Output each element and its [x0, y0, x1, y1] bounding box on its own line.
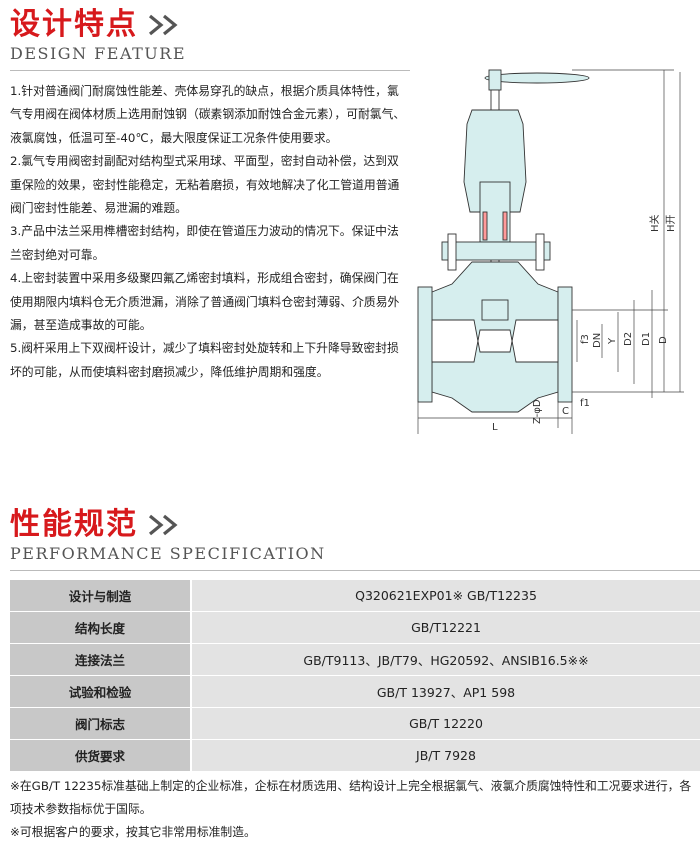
- spec-key: 试验和检验: [10, 675, 192, 708]
- table-row: 连接法兰 GB/T9113、JB/T79、HG20592、ANSIB16.5※※: [10, 643, 700, 676]
- performance-title: 性能规范: [10, 507, 138, 542]
- dim-c: C: [562, 406, 569, 417]
- spec-key: 阀门标志: [10, 707, 192, 740]
- double-chevron-right-icon: [148, 514, 182, 536]
- bolt: [535, 233, 545, 271]
- spec-value: GB/T12221: [191, 611, 700, 644]
- double-chevron-right-icon: [148, 14, 182, 36]
- dim-h-closed: H关: [648, 214, 661, 232]
- spec-value: GB/T 12220: [191, 707, 700, 740]
- inlet-flange: [417, 286, 433, 403]
- table-row: 设计与制造 Q320621EXP01※ GB/T12235: [10, 580, 700, 612]
- dim-f1: f1: [580, 398, 590, 409]
- table-row: 阀门标志 GB/T 12220: [10, 707, 700, 740]
- bonnet-flange: [441, 241, 551, 261]
- spec-table: 设计与制造 Q320621EXP01※ GB/T12235 结构长度 GB/T1…: [10, 580, 700, 772]
- packing-seal: [482, 211, 488, 241]
- design-subtitle: DESIGN FEATURE: [10, 44, 186, 63]
- bolt: [447, 233, 457, 271]
- spec-value: Q320621EXP01※ GB/T12235: [191, 580, 700, 612]
- dim-y: Y: [607, 337, 618, 345]
- dim-d2: D2: [623, 332, 634, 346]
- divider: [10, 70, 410, 71]
- valve-drawing: H关 H开 f3 DN Y D2 D1 D Z-φD f1 C L: [417, 69, 684, 434]
- spec-key: 结构长度: [10, 611, 192, 644]
- divider: [10, 570, 700, 571]
- performance-subtitle: PERFORMANCE SPECIFICATION: [10, 544, 326, 563]
- feature-item: 2.氯气专用阀密封副配对结构型式采用球、平面型，密封自动补偿，达到双重保险的效果…: [10, 154, 400, 216]
- footnotes: ※在GB/T 12235标准基础上制定的企业标准，企标在材质选用、结构设计上完全…: [10, 775, 700, 844]
- spec-value: GB/T9113、JB/T79、HG20592、ANSIB16.5※※: [191, 643, 700, 676]
- design-title: 设计特点: [10, 7, 138, 42]
- dim-z-phi-d: Z-φD: [532, 399, 543, 424]
- spec-key: 连接法兰: [10, 643, 192, 676]
- outlet-flange: [557, 286, 573, 403]
- dim-f3: f3: [580, 334, 591, 344]
- design-title-row: 设计特点: [10, 8, 186, 42]
- dim-d: D: [658, 336, 669, 344]
- spec-key: 供货要求: [10, 739, 192, 772]
- spec-key: 设计与制造: [10, 580, 192, 612]
- footnote: ※在GB/T 12235标准基础上制定的企业标准，企标在材质选用、结构设计上完全…: [10, 779, 692, 816]
- table-row: 试验和检验 GB/T 13927、AP1 598: [10, 675, 700, 708]
- bonnet-yoke: [463, 109, 527, 213]
- table-row: 供货要求 JB/T 7928: [10, 739, 700, 772]
- design-section-header: 设计特点 DESIGN FEATURE: [10, 8, 186, 64]
- stem-top: [488, 69, 502, 91]
- spec-value: GB/T 13927、AP1 598: [191, 675, 700, 708]
- dim-h-open: H开: [666, 214, 677, 232]
- table-row: 结构长度 GB/T12221: [10, 611, 700, 644]
- flow-passage: [431, 319, 559, 363]
- feature-item: 3.产品中法兰采用榫槽密封结构，即使在管道压力波动的情况下。保证中法兰密封绝对可…: [10, 224, 399, 262]
- feature-item: 1.针对普通阀门耐腐蚀性能差、壳体易穿孔的缺点，根据介质具体特性，氯气专用阀在阀…: [10, 84, 406, 145]
- dim-d1: D1: [641, 332, 652, 346]
- performance-section-header: 性能规范 PERFORMANCE SPECIFICATION: [10, 508, 326, 564]
- dim-dn: DN: [592, 333, 603, 348]
- handwheel: [484, 72, 590, 84]
- feature-item: 4.上密封装置中采用多级聚四氟乙烯密封填料，形成组合密封，确保阀门在使用期限内填…: [10, 271, 400, 333]
- spec-value: JB/T 7928: [191, 739, 700, 772]
- footnote: ※可根据客户的要求，按其它非常用标准制造。: [10, 825, 256, 839]
- performance-title-row: 性能规范: [10, 508, 326, 542]
- dim-l: L: [492, 422, 498, 433]
- packing-seal: [502, 211, 508, 241]
- design-feature-list: 1.针对普通阀门耐腐蚀性能差、壳体易穿孔的缺点，根据介质具体特性，氯气专用阀在阀…: [10, 80, 408, 384]
- feature-item: 5.阀杆采用上下双阀杆设计，减少了填料密封处旋转和上下升降导致密封损坏的可能，从…: [10, 341, 399, 379]
- disc: [481, 299, 509, 321]
